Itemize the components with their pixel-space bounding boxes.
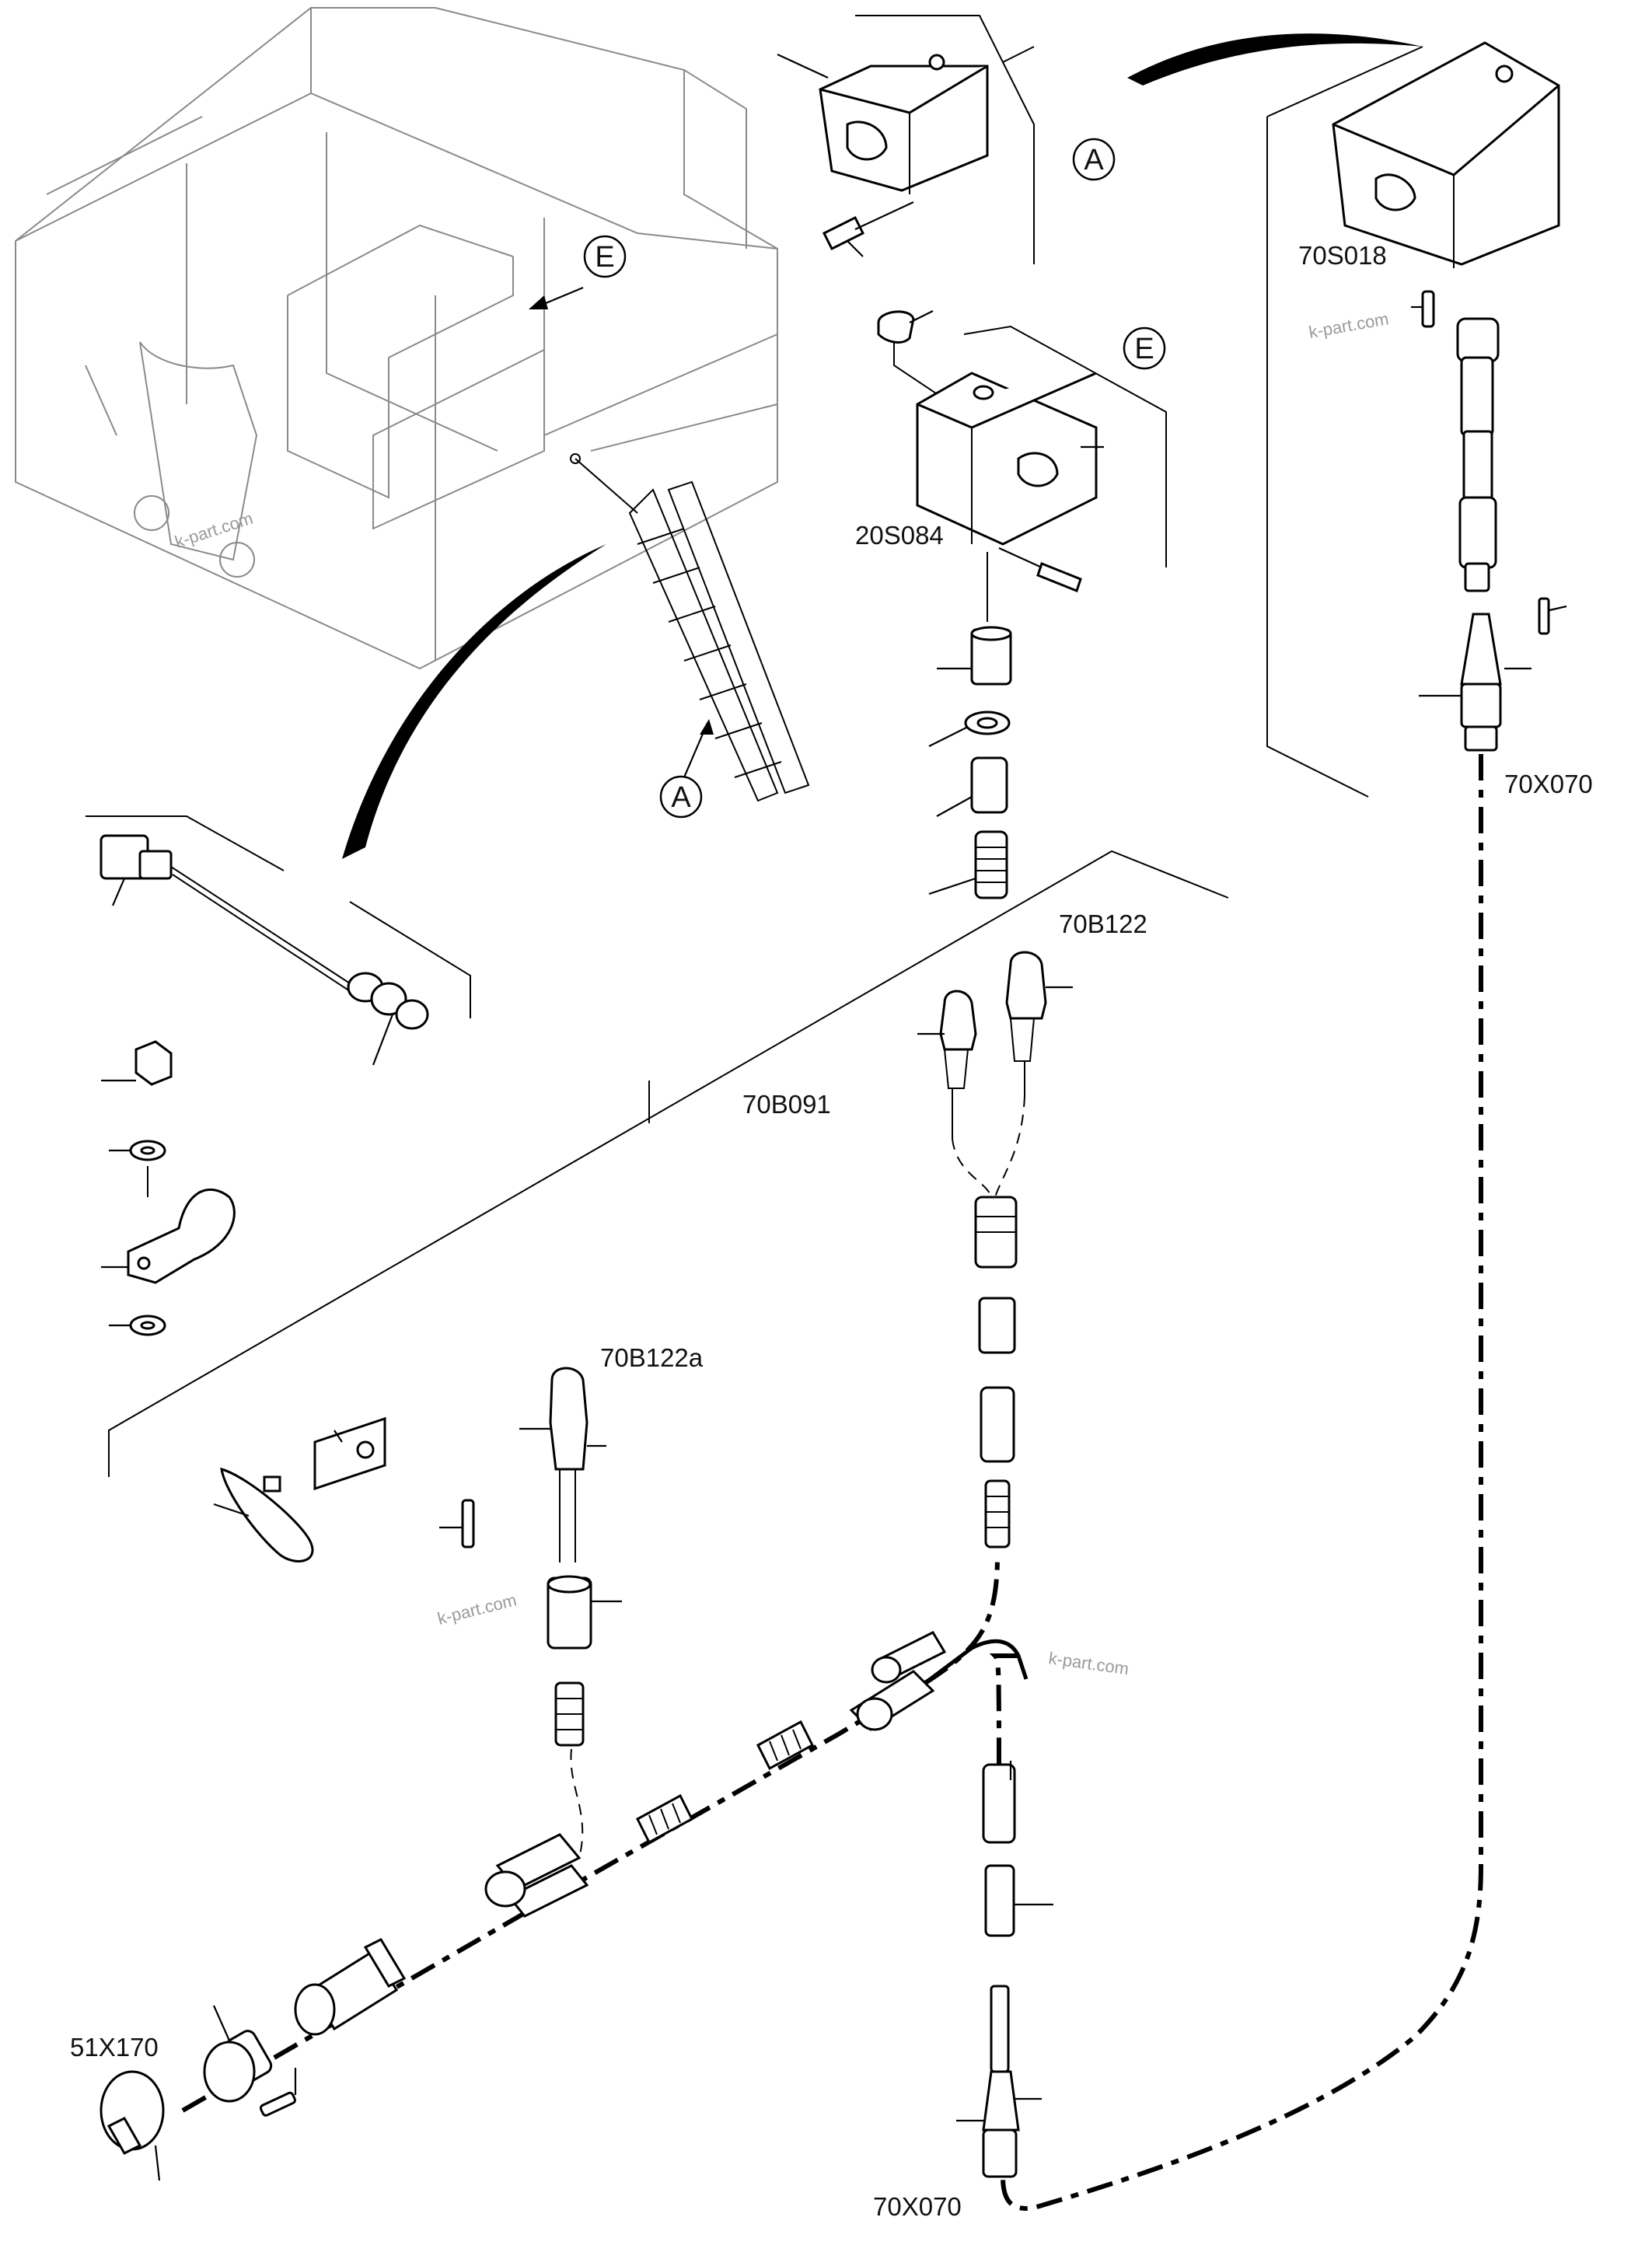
callout-circle-e-1: E xyxy=(583,235,627,278)
curved-arrow-ladder xyxy=(342,544,606,859)
detail-e-group xyxy=(877,310,1167,899)
label-70b091: 70B091 xyxy=(742,1090,831,1119)
access-ladder xyxy=(570,453,810,802)
label-70x070-top: 70X070 xyxy=(1504,770,1593,798)
callout-circle-e-2: E xyxy=(1123,326,1166,370)
label-70b122: 70B122 xyxy=(1059,910,1147,938)
svg-text:A: A xyxy=(1084,144,1104,176)
right-switch-group xyxy=(1266,41,1567,798)
label-51x170: 51X170 xyxy=(70,2033,159,2062)
machine-outline xyxy=(15,7,778,670)
svg-text:E: E xyxy=(595,241,614,274)
watermark-2: k-part.com xyxy=(1308,309,1391,342)
watermark-3: k-part.com xyxy=(435,1590,519,1628)
watermark-1: k-part.com xyxy=(173,508,256,552)
callout-circle-a-1: A xyxy=(1072,138,1116,181)
label-20s084: 20S084 xyxy=(855,521,944,550)
label-70x070-bottom: 70X070 xyxy=(873,2192,962,2221)
watermark-4: k-part.com xyxy=(1047,1648,1130,1678)
label-70s018: 70S018 xyxy=(1298,241,1387,270)
left-sensor-group xyxy=(86,815,471,1336)
detail-a-group xyxy=(777,15,1035,264)
label-70b122a: 70B122a xyxy=(600,1343,704,1372)
curved-arrow-switch xyxy=(1127,33,1423,86)
svg-text:A: A xyxy=(671,781,691,814)
svg-text:E: E xyxy=(1134,333,1154,365)
harness-group xyxy=(100,754,1483,2211)
callout-circle-a-2: A xyxy=(659,775,703,819)
